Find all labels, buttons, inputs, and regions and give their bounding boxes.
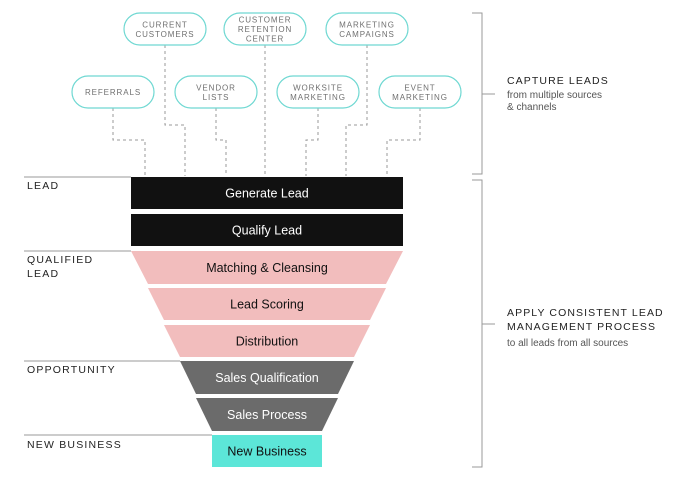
stage-labels: LEAD QUALIFIED LEAD OPPORTUNITY NEW BUSINESS (24, 176, 212, 451)
funnel-stage-label: Lead Scoring (230, 298, 304, 312)
funnel-stage: Sales Qualification (180, 361, 354, 394)
funnel-stage-label: Sales Process (227, 408, 307, 422)
dashed-connector (164, 45, 186, 176)
stage-label-text: LEAD (27, 268, 59, 280)
stage-label: QUALIFIED LEAD (24, 250, 131, 280)
funnel-stage-label: Distribution (236, 335, 299, 349)
source-pill-label: MARKETING (339, 20, 395, 29)
capture-bracket (472, 12, 483, 175)
source-pill-label: CUSTOMERS (135, 30, 194, 39)
dashed-connector (345, 45, 368, 176)
stage-label-text: OPPORTUNITY (27, 364, 116, 376)
apply-title: MANAGEMENT PROCESS (507, 321, 656, 333)
side-annotations: CAPTURE LEADS from multiple sources& chan… (472, 12, 664, 468)
source-pill-label: REFERRALS (85, 88, 141, 97)
funnel-stage-label: Qualify Lead (232, 224, 302, 238)
source-pill: REFERRALS (71, 75, 155, 109)
apply-subtitle: to all leads from all sources (507, 338, 628, 349)
source-pill-label: EVENT (404, 83, 435, 92)
funnel-stage: New Business (212, 435, 322, 467)
source-pill-label: CAMPAIGNS (339, 30, 395, 39)
dashed-connector (215, 108, 227, 176)
apply-bracket (472, 179, 483, 468)
source-pill-label: WORKSITE (293, 83, 343, 92)
funnel-stage-label: New Business (227, 445, 306, 459)
dashed-connector (112, 108, 146, 176)
funnel-stage: Matching & Cleansing (131, 251, 403, 284)
stage-label-text: NEW BUSINESS (27, 439, 122, 451)
dashed-connector (386, 108, 421, 176)
funnel-stage-label: Generate Lead (225, 187, 308, 201)
funnel-stage: Sales Process (196, 398, 338, 431)
dashed-connector (305, 108, 319, 176)
funnel-stage: Generate Lead (131, 177, 403, 209)
stage-label: NEW BUSINESS (24, 434, 212, 451)
source-pill-label: CUSTOMER (239, 16, 292, 25)
source-pill-label: RETENTION (238, 25, 292, 34)
apply-title: APPLY CONSISTENT LEAD (507, 307, 664, 319)
source-connectors (112, 45, 421, 176)
funnel-stage-label: Sales Qualification (215, 371, 319, 385)
source-pill-label: LISTS (203, 93, 230, 102)
funnel-stage: Lead Scoring (148, 288, 386, 320)
source-pill-label: CURRENT (142, 20, 187, 29)
source-pill-label: VENDOR (196, 83, 236, 92)
stage-label: OPPORTUNITY (24, 360, 180, 376)
funnel-stage: Distribution (164, 325, 370, 357)
capture-subtitle: & channels (507, 102, 556, 113)
capture-title: CAPTURE LEADS (507, 75, 609, 87)
capture-subtitle: from multiple sources (507, 90, 602, 101)
stage-label-text: LEAD (27, 180, 59, 192)
source-pill-label: MARKETING (290, 93, 346, 102)
funnel-stage-label: Matching & Cleansing (206, 261, 328, 275)
stage-label: LEAD (24, 176, 131, 192)
source-pill-label: CENTER (246, 35, 284, 44)
source-pill-label: MARKETING (392, 93, 448, 102)
stage-label-text: QUALIFIED (27, 254, 93, 266)
funnel-stage: Qualify Lead (131, 214, 403, 246)
